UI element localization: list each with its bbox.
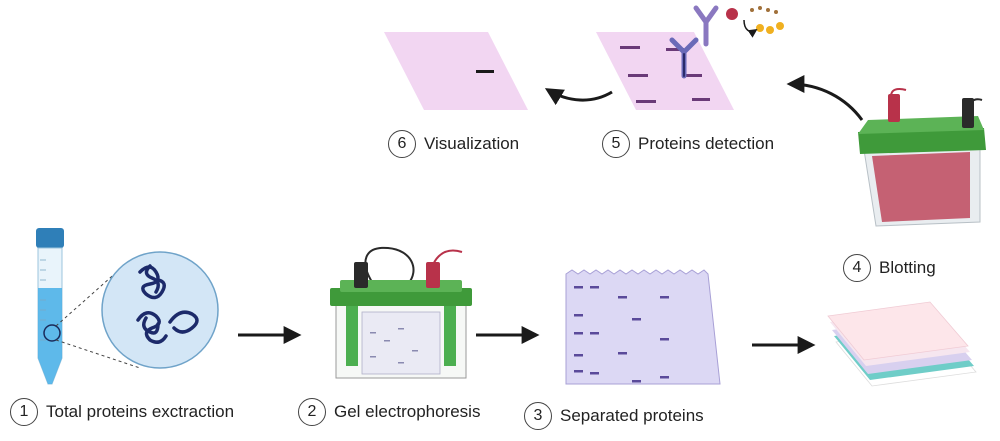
step-label: Total proteins exctraction [46,402,235,421]
blotting-tank-icon [858,88,986,227]
arrow-icon [786,75,864,121]
protein-zoom-icon [101,251,219,369]
step-label: Separated proteins [560,406,704,425]
step-number: 1 [10,398,38,426]
step-3-label: 3 Separated proteins [524,402,704,430]
step-4-label: 4 Blotting [843,254,936,282]
membrane-icon [384,32,528,110]
step-label: Blotting [879,258,936,277]
membrane-stack-icon [827,301,977,387]
step-number: 6 [388,130,416,158]
antibody-icon [669,5,738,79]
step-5-label: 5 Proteins detection [602,130,774,158]
step-1-label: 1 Total proteins exctraction [10,398,234,426]
step-number: 3 [524,402,552,430]
step-2-label: 2 Gel electrophoresis [298,398,480,426]
membrane-icon [596,32,734,110]
step-number: 4 [843,254,871,282]
step-6-label: 6 Visualization [388,130,519,158]
arrow-icon [544,88,613,106]
falcon-tube-icon [36,228,64,385]
step-label: Visualization [424,134,520,153]
electrophoresis-tank-icon [330,246,472,379]
substrate-icon [743,6,784,38]
step-number: 2 [298,398,326,426]
step-number: 5 [602,130,630,158]
step-label: Gel electrophoresis [334,402,481,421]
gel-icon [565,269,721,385]
step-label: Proteins detection [638,134,775,153]
